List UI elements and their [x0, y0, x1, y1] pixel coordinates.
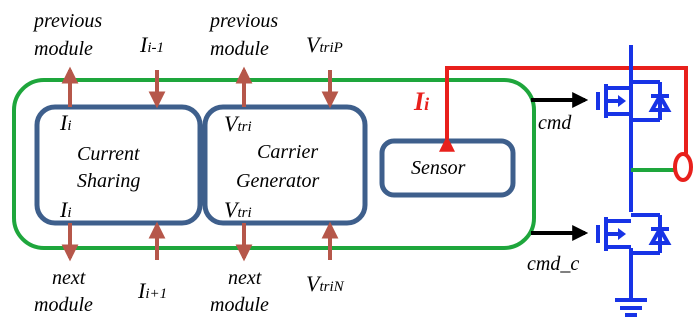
- current-sharing-title-line1: Current: [77, 143, 140, 165]
- current-sharing-port-bottom: Ii: [59, 197, 72, 222]
- current-sense-wire: [439, 66, 688, 156]
- label-previous-module-2-line2: module: [210, 38, 269, 60]
- label-i-minus-1: Ii-1: [139, 32, 164, 57]
- current-sharing-port-top: Ii: [59, 110, 72, 135]
- label-vtrip: VtriP: [306, 32, 343, 57]
- lower-mosfet-icon: [596, 213, 672, 255]
- current-sensor-icon: [673, 152, 693, 182]
- label-cmd-c: cmd_c: [527, 253, 579, 275]
- current-sharing-title-line2: Sharing: [77, 170, 140, 192]
- carrier-generator-title-line1: Carrier: [257, 141, 318, 163]
- label-next-module-1-line2: module: [34, 294, 93, 316]
- carrier-generator-port-top: Vtri: [224, 111, 252, 136]
- carrier-generator-title-line2: Generator: [236, 170, 320, 192]
- sensor-label: Sensor: [411, 157, 466, 179]
- label-previous-module-1-line2: module: [34, 38, 93, 60]
- current-sharing-block: [34, 104, 203, 226]
- half-bridge-stage: [596, 45, 672, 317]
- label-next-module-2-line1: next: [228, 267, 262, 289]
- label-previous-module-1-line1: previous: [32, 10, 102, 32]
- label-i-plus-1: Ii+1: [137, 278, 167, 303]
- label-cmd: cmd: [538, 112, 572, 134]
- label-previous-module-2-line1: previous: [208, 10, 278, 32]
- label-ii-red: Ii: [413, 87, 429, 116]
- label-next-module-2-line2: module: [210, 294, 269, 316]
- label-vtrin: VtriN: [306, 271, 345, 296]
- carrier-generator-block: [202, 104, 368, 226]
- label-next-module-1-line1: next: [52, 267, 86, 289]
- upper-mosfet-icon: [596, 80, 672, 122]
- carrier-generator-port-bottom: Vtri: [224, 197, 252, 222]
- module-boundary: [12, 78, 536, 250]
